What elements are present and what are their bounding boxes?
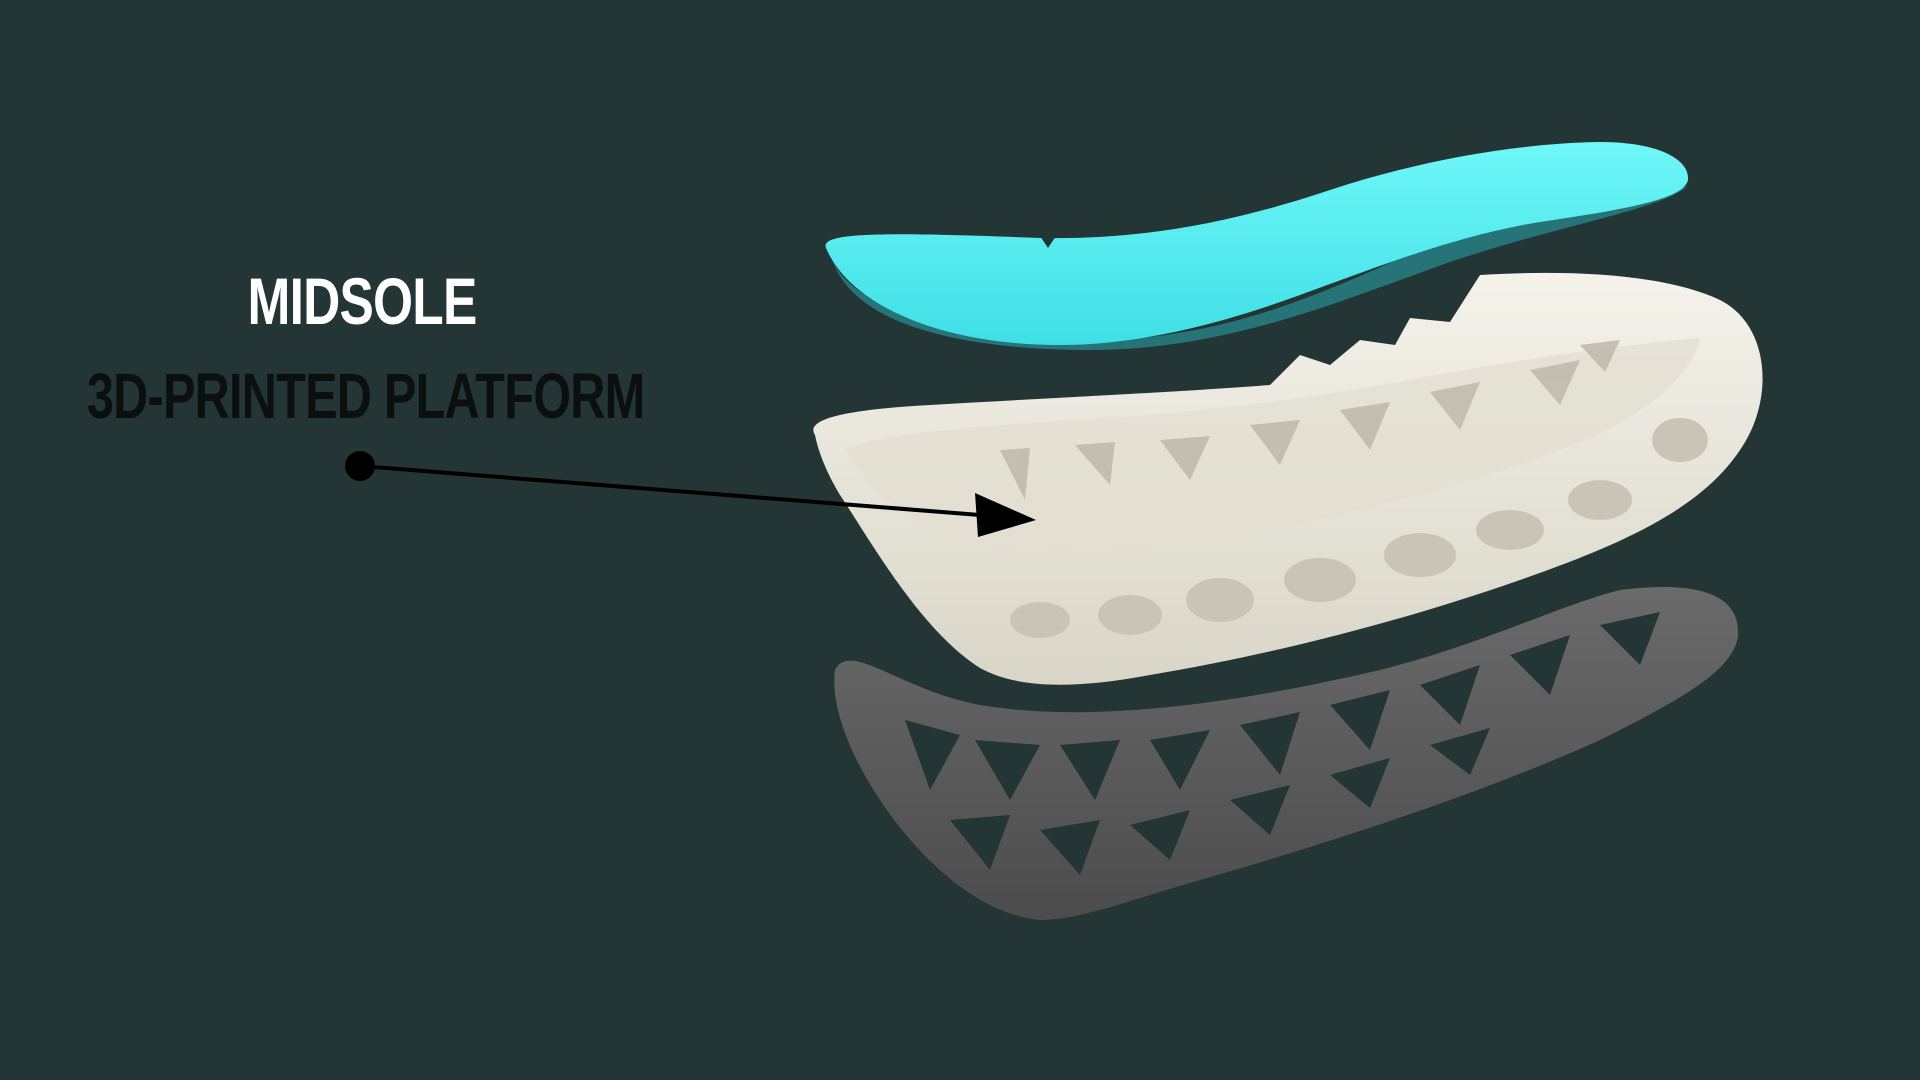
insole-surface [825, 142, 1689, 345]
midsole-lattice [1000, 340, 1620, 500]
outsole-cutouts [905, 612, 1660, 875]
insole-notch [1040, 236, 1056, 248]
callout-pointer [345, 451, 1036, 537]
callout-title: MIDSOLE [247, 264, 477, 338]
midsole-layer [813, 272, 1763, 685]
pointer-arrowhead [975, 493, 1036, 537]
outsole-layer [834, 587, 1739, 920]
insole-layer [825, 142, 1689, 351]
pointer-line [359, 464, 981, 517]
callout-subtitle: 3D-PRINTED PLATFORM [86, 360, 645, 432]
midsole-side-pockets [1010, 418, 1708, 638]
